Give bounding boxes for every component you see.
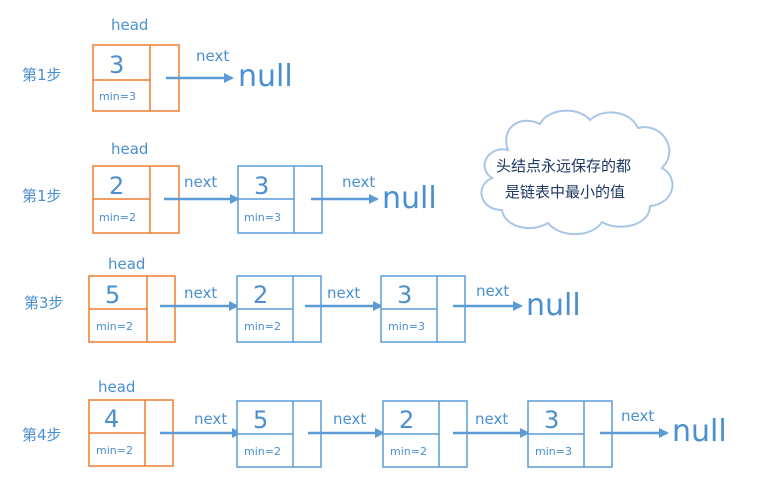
next-label: next [475, 410, 508, 428]
node-min: min=3 [244, 211, 281, 224]
node-value: 5 [253, 406, 268, 434]
node-min: min=2 [96, 320, 133, 333]
head-label: head [98, 378, 135, 396]
next-label: next [194, 410, 227, 428]
null-label: null [672, 414, 727, 449]
node-value: 2 [399, 406, 414, 434]
node-value: 4 [104, 405, 119, 433]
node-value: 5 [105, 281, 120, 309]
null-label: null [526, 288, 581, 323]
head-node: 3 min=3 [92, 44, 180, 112]
next-label: next [621, 407, 654, 425]
step-label: 第1步 [22, 66, 62, 84]
step-label: 第4步 [22, 426, 62, 444]
head-label: head [111, 16, 148, 34]
step-label: 第3步 [24, 294, 64, 312]
node-min: min=3 [388, 320, 425, 333]
null-label: null [382, 181, 437, 216]
node-min: min=2 [99, 211, 136, 224]
node-value: 3 [544, 406, 559, 434]
head-label: head [108, 255, 145, 273]
node-value: 3 [109, 51, 124, 79]
node-value: 3 [397, 281, 412, 309]
next-label: next [327, 284, 360, 302]
node-value: 2 [109, 172, 124, 200]
node-min: min=2 [96, 444, 133, 457]
node-min: min=2 [390, 445, 427, 458]
cloud-text-line2: 是链表中最小的值 [505, 183, 625, 201]
next-label: next [196, 47, 229, 65]
cloud-text-line1: 头结点永远保存的都 [496, 157, 631, 175]
cloud-callout: 头结点永远保存的都 是链表中最小的值 [480, 109, 674, 236]
head-label: head [111, 140, 148, 158]
node-value: 2 [253, 281, 268, 309]
node-min: min=3 [535, 445, 572, 458]
next-label: next [476, 282, 509, 300]
list-node: 2 min=2 [236, 275, 322, 343]
list-node: 3 min=3 [237, 165, 323, 234]
next-label: next [184, 284, 217, 302]
list-node: 3 min=3 [380, 275, 466, 343]
node-min: min=3 [99, 90, 136, 103]
next-label: next [342, 173, 375, 191]
next-label: next [184, 173, 217, 191]
node-min: min=2 [244, 320, 281, 333]
null-label: null [238, 59, 293, 94]
next-label: next [333, 410, 366, 428]
step-label: 第1步 [22, 187, 62, 205]
head-node: 5 min=2 [88, 275, 176, 343]
head-node: 4 min=2 [88, 399, 174, 467]
node-min: min=2 [244, 445, 281, 458]
list-node: 3 min=3 [527, 400, 613, 468]
node-value: 3 [254, 172, 269, 200]
